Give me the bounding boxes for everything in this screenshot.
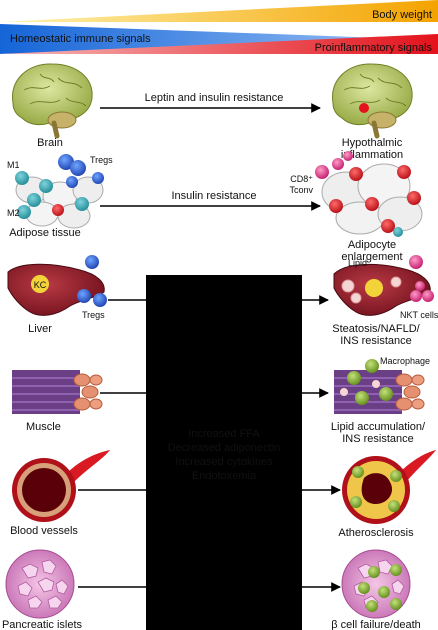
center-factor-text: Increased FFA Decreased adiponectin Incr… [168,428,281,482]
brain-label: Brain [37,137,63,149]
brain-normal-illustration [11,63,93,139]
islet-failure-illustration [341,549,411,619]
arrow-adipose-label: Insulin resistance [172,190,257,202]
nkt-label: NKT cells [400,310,438,320]
kc-label: KC [34,280,47,290]
vessel-normal-illustration [12,450,110,522]
proinflammatory-label: Proinflammatory signals [315,42,433,54]
body-weight-wedge [0,0,438,22]
islets-label: Pancreatic islets [2,619,83,630]
brain-outcome-line-1: Hypothalmic [342,137,403,149]
m2-label: M2 [7,208,20,218]
liver-outcome-line-2: INS resistance [340,335,412,347]
tregs-adipose-label: Tregs [90,155,113,165]
factor-ffa: Increased FFA [188,428,260,440]
liver-normal-illustration: KC [7,255,107,316]
liver-label: Liver [28,323,52,335]
muscle-normal-illustration [12,370,103,414]
brain-inflamed-illustration [331,63,413,139]
muscle-lipid-illustration [334,359,425,414]
vessels-outcome-label: Atherosclerosis [338,527,414,539]
vessels-label: Blood vessels [10,525,78,537]
factor-cytokines: Increased cytokines [175,456,273,468]
banner: Body weight Homeostatic immune signals P… [0,0,438,54]
macrophage-label: Macrophage [380,356,430,366]
vessel-atherosclerosis-illustration [342,450,436,524]
liver-outcome-line-1: Steatosis/NAFLD/ [332,323,420,335]
adipose-outcome-line-1: Adipocyte [348,239,396,251]
islet-normal-illustration [5,549,75,619]
islets-outcome-label: β cell failure/death [331,619,421,630]
adipose-enlarged-illustration [315,151,423,237]
m1-label: M1 [7,160,20,170]
muscle-outcome-line-1: Lipid accumulation/ [331,421,426,433]
lipid-label: Lipid [348,258,367,268]
cd8-label: CD8⁺ [290,174,313,184]
brain-outcome-line-2: inflammation [341,149,403,161]
factor-endotoxemia: Endotoxemia [192,470,257,482]
body-weight-label: Body weight [372,9,432,21]
center-factor-box [146,275,302,630]
proinflammatory-wedge [0,34,438,54]
liver-steatosis-illustration [333,255,434,316]
adipose-normal-illustration [15,154,104,229]
adipose-label: Adipose tissue [9,227,81,239]
homeostatic-wedge [0,24,438,54]
tregs-liver-label: Tregs [82,310,105,320]
homeostatic-label: Homeostatic immune signals [10,33,151,45]
arrow-brain-label: Leptin and insulin resistance [145,92,284,104]
tconv-label: Tconv [289,185,313,195]
muscle-outcome-line-2: INS resistance [342,433,414,445]
adipose-outcome-line-2: enlargement [341,251,402,263]
hypothalamus-inflammation-spot [359,103,369,113]
arrows [78,103,341,592]
muscle-label: Muscle [26,421,61,433]
factor-adiponectin: Decreased adiponectin [168,442,281,454]
